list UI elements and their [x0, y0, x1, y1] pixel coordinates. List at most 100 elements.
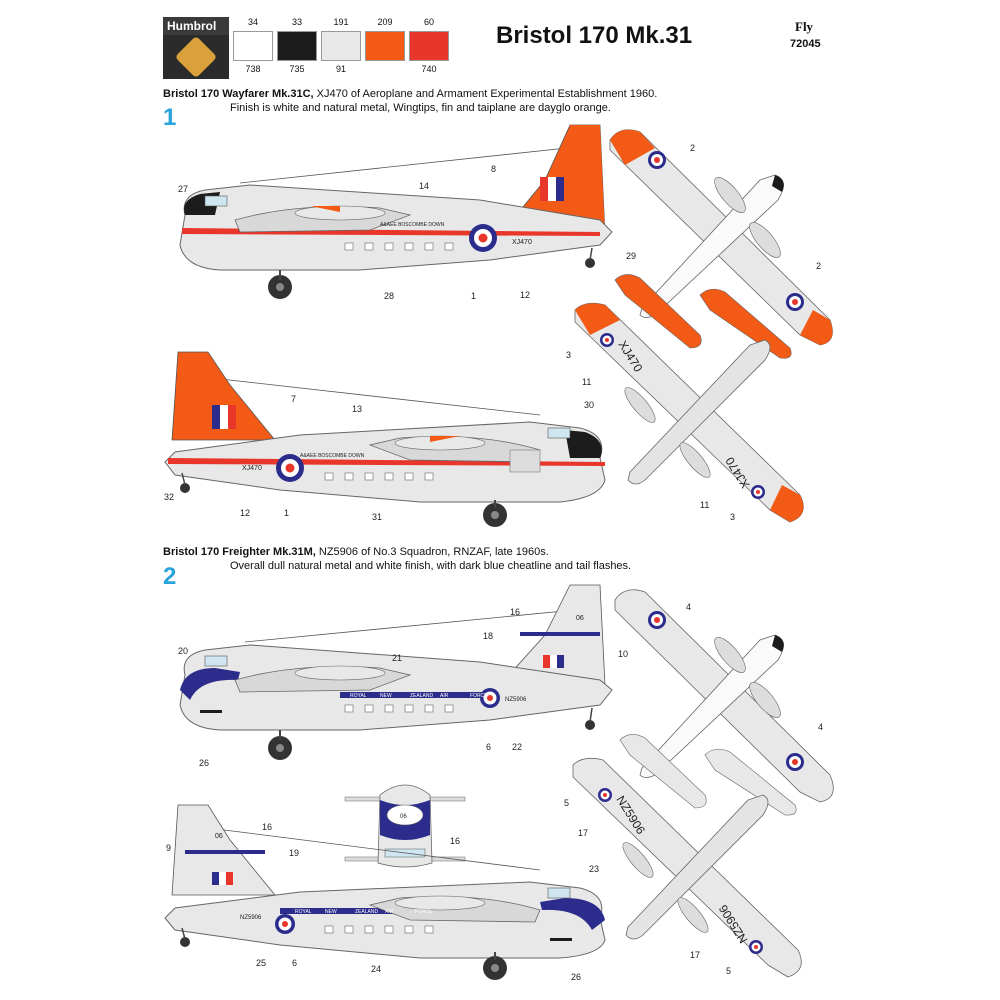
cheatline-word: ROYAL	[350, 693, 367, 699]
cheatline-word: FORCE	[470, 693, 488, 699]
scheme2-left-serial: NZ5906	[505, 697, 527, 703]
scheme2-bottom-view: NZ5906 NZ5906	[572, 757, 802, 978]
callout-16c: 16	[450, 836, 461, 846]
cheatline-word: AIR	[440, 693, 449, 699]
scheme2-right-serial: NZ5906	[240, 915, 262, 921]
callout-30: 30	[584, 400, 595, 410]
callout-17a: 17	[578, 828, 589, 838]
callout-26b: 26	[571, 972, 582, 982]
callout-32: 32	[164, 492, 175, 502]
callout-22: 22	[512, 742, 523, 752]
ak-logo-mark	[174, 35, 218, 79]
callout-1a: 1	[471, 291, 477, 301]
callout-8: 8	[491, 164, 497, 174]
callout-19: 19	[289, 848, 300, 858]
callout-4a: 4	[686, 602, 692, 612]
callout-5a: 5	[564, 798, 570, 808]
callout-18: 18	[483, 631, 494, 641]
callout-2a: 2	[690, 143, 696, 153]
kit-code: 72045	[790, 38, 821, 50]
callout-10: 10	[618, 649, 629, 659]
scheme2-right-profile: 06 NZ5906 ROYAL NEW ZEALAND AIR FORCE	[164, 804, 606, 980]
callout-1b: 1	[284, 508, 290, 518]
cheatline-word: NEW	[325, 909, 337, 915]
paint-swatch	[365, 31, 405, 61]
scheme1-right-profile: XJ470 A&AEE BOSCOMBE DOWN	[164, 351, 606, 527]
callout-17b: 17	[690, 950, 701, 960]
scheme2-number: 2	[163, 563, 177, 590]
scheme2-name: Bristol 170 Freighter Mk.31M,	[163, 546, 316, 558]
callout-24: 24	[371, 964, 382, 974]
fin-flash-red	[540, 177, 548, 201]
callout-14: 14	[419, 181, 430, 191]
humbrol-code: 60	[423, 17, 434, 27]
callout-16b: 16	[262, 822, 273, 832]
paint-swatch	[409, 31, 449, 61]
cheatline-word: ROYAL	[295, 909, 312, 915]
callout-13: 13	[352, 404, 363, 414]
scheme1-right-unit: A&AEE BOSCOMBE DOWN	[300, 453, 365, 459]
callout-26a: 26	[199, 758, 210, 768]
scheme1-number: 1	[163, 104, 177, 131]
ak-code: 740	[421, 64, 437, 74]
humbrol-code: 34	[247, 17, 258, 27]
scheme1-description: Bristol 170 Wayfarer Mk.31C, XJ470 of Ae…	[163, 87, 657, 115]
scheme1-line1: XJ470 of Aeroplane and Armament Experime…	[313, 88, 658, 100]
cheatline-word: ZEALAND	[355, 909, 378, 915]
callout-29: 29	[626, 251, 637, 261]
callout-31: 31	[372, 512, 383, 522]
cheatline-word: FORCE	[415, 909, 433, 915]
humbrol-code: 33	[291, 17, 302, 27]
callout-25: 25	[256, 958, 267, 968]
callout-12b: 12	[240, 508, 251, 518]
humbrol-code: 191	[333, 17, 349, 27]
cheatline-word: ZEALAND	[410, 693, 433, 699]
scheme2-line2: Overall dull natural metal and white fin…	[230, 560, 632, 572]
callout-23: 23	[589, 864, 600, 874]
scheme2-top-view	[614, 589, 834, 816]
paint-brand-label: Humbrol	[163, 17, 229, 35]
callout-11a: 11	[582, 377, 592, 387]
scheme2-front-fin-code: 06	[400, 814, 407, 820]
callout-20: 20	[178, 646, 189, 656]
scheme1-name: Bristol 170 Wayfarer Mk.31C,	[163, 88, 314, 100]
page-title: Bristol 170 Mk.31	[496, 22, 693, 49]
scheme1-top-view	[609, 129, 833, 359]
callout-2b: 2	[816, 261, 822, 271]
callout-6b: 6	[292, 958, 298, 968]
paint-swatch	[233, 31, 273, 61]
callout-11b: 11	[700, 500, 710, 510]
callout-28: 28	[384, 291, 395, 301]
cheatline-word: NEW	[380, 693, 392, 699]
scheme2-left-profile: 06 NZ5906 ROYAL NEW ZEALAND AIR FORCE	[179, 584, 613, 760]
scheme2-line1: NZ5906 of No.3 Squadron, RNZAF, late 196…	[315, 546, 549, 558]
scheme2-fin-code-a: 06	[576, 615, 584, 622]
cheatline-word: AIR	[385, 909, 394, 915]
scheme1-line2: Finish is white and natural metal, Wingt…	[230, 102, 611, 114]
callout-9: 9	[166, 843, 172, 853]
ak-code: 735	[289, 64, 305, 74]
scheme2-fin-code-b: 06	[215, 833, 223, 840]
callout-27: 27	[178, 184, 189, 194]
callout-6a: 6	[486, 742, 492, 752]
paint-swatch	[277, 31, 317, 61]
ak-logo	[163, 35, 229, 79]
publisher-logo: Fly	[795, 19, 814, 34]
scheme2-description: Bristol 170 Freighter Mk.31M, NZ5906 of …	[163, 545, 631, 573]
callout-12a: 12	[520, 290, 531, 300]
callout-5b: 5	[726, 966, 732, 976]
paint-swatch	[321, 31, 361, 61]
humbrol-code: 209	[377, 17, 393, 27]
callout-3a: 3	[566, 350, 572, 360]
fin-flash-red-2	[228, 405, 236, 429]
callout-16a: 16	[510, 607, 521, 617]
ak-code: 91	[335, 64, 346, 74]
callout-3b: 3	[730, 512, 736, 522]
callout-4b: 4	[818, 722, 824, 732]
scheme1-bottom-view: XJ470 XJ470	[574, 302, 804, 523]
scheme1-left-profile: XJ470 A&AEE BOSCOMBE DOWN	[179, 124, 613, 299]
scheme1-right-serial: XJ470	[242, 465, 262, 472]
scheme1-left-serial: XJ470	[512, 239, 532, 246]
ak-code: 738	[245, 64, 261, 74]
callout-7: 7	[291, 394, 297, 404]
